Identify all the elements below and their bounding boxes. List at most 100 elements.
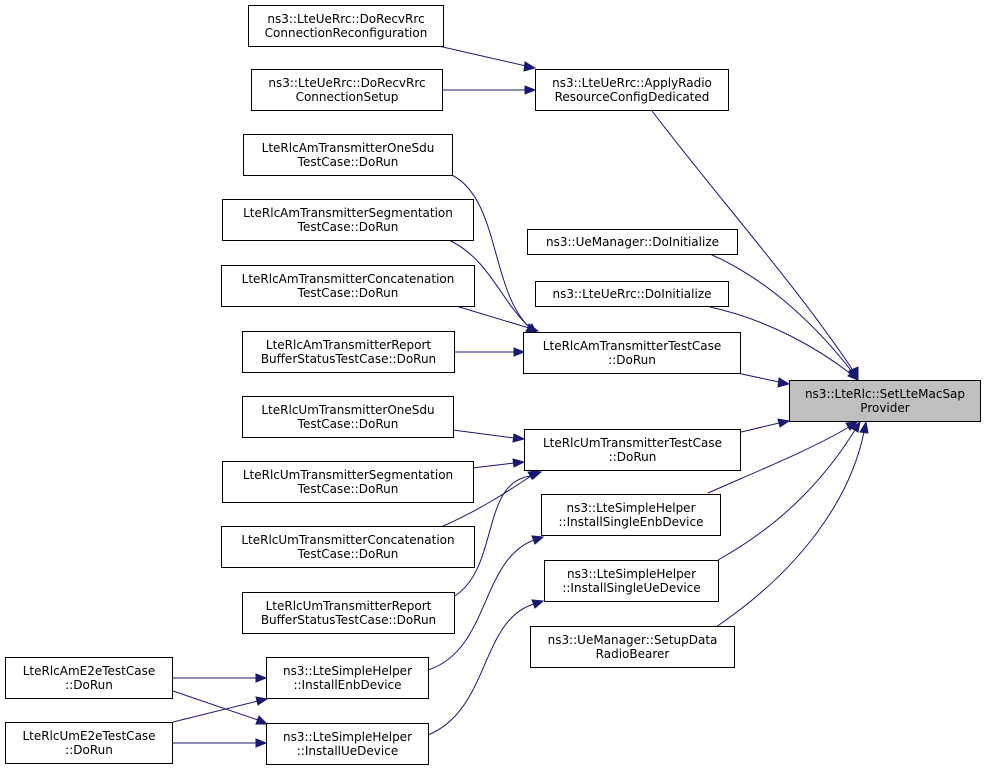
edge-arrowhead bbox=[530, 470, 543, 480]
edge-installsingleue-setltemacsap bbox=[717, 429, 856, 561]
node-amreport[interactable]: LteRlcAmTransmitterReport BufferStatusTe… bbox=[242, 331, 455, 373]
node-label-line2: ResourceConfigDedicated bbox=[554, 90, 710, 104]
edge-umtx-setltemacsap bbox=[736, 422, 780, 434]
edge-uerrcinit-setltemacsap bbox=[709, 306, 852, 375]
edge-uemgrinit-setltemacsap bbox=[709, 253, 854, 374]
node-dorecvreconfig[interactable]: ns3::LteUeRrc::DoRecvRrc ConnectionRecon… bbox=[248, 5, 444, 47]
edge-applyradio-setltemacsap bbox=[651, 110, 855, 373]
edge-dorecvreconfig-applyradio bbox=[433, 44, 527, 67]
node-label-line1: LteRlcAmTransmitterConcatenation bbox=[241, 272, 455, 286]
node-label-line1: ns3::LteSimpleHelper bbox=[566, 501, 696, 515]
node-label-line1: ns3::LteUeRrc::ApplyRadio bbox=[552, 76, 712, 90]
node-amseg[interactable]: LteRlcAmTransmitterSegmentation TestCase… bbox=[222, 199, 474, 241]
node-label-line1: LteRlcUmTransmitterOneSdu bbox=[261, 403, 435, 417]
node-uerrcinit[interactable]: ns3::LteUeRrc::DoInitialize bbox=[535, 281, 729, 307]
node-label-line1: LteRlcAmE2eTestCase bbox=[22, 664, 156, 678]
node-label-line2: BufferStatusTestCase::DoRun bbox=[260, 352, 437, 366]
node-label-line1: ns3::UeManager::SetupData bbox=[547, 633, 718, 647]
node-umconcat[interactable]: LteRlcUmTransmitterConcatenation TestCas… bbox=[221, 526, 475, 568]
node-amonesdu[interactable]: LteRlcAmTransmitterOneSdu TestCase::DoRu… bbox=[243, 134, 453, 176]
edge-arrowhead bbox=[531, 599, 545, 609]
node-uemgrinit[interactable]: ns3::UeManager::DoInitialize bbox=[527, 229, 738, 255]
node-label-line2: BufferStatusTestCase::DoRun bbox=[260, 613, 437, 627]
node-installsingleue[interactable]: ns3::LteSimpleHelper ::InstallSingleUeDe… bbox=[544, 560, 719, 602]
node-label-line1: LteRlcAmTransmitterSegmentation bbox=[243, 206, 453, 220]
node-label-line2: RadioBearer bbox=[595, 647, 670, 661]
edge-arrowhead bbox=[859, 420, 869, 434]
node-umseg[interactable]: LteRlcUmTransmitterSegmentation TestCase… bbox=[222, 461, 474, 503]
node-label-line1: LteRlcUmTransmitterSegmentation bbox=[242, 468, 454, 482]
node-amtx[interactable]: LteRlcAmTransmitterTestCase ::DoRun bbox=[523, 332, 741, 374]
edge-arrowhead bbox=[777, 418, 791, 428]
node-label-line2: ::DoRun bbox=[608, 353, 656, 367]
edge-umreport-umtx bbox=[452, 475, 533, 598]
edge-arrowhead bbox=[847, 369, 859, 381]
node-label-line2: ::InstallUeDevice bbox=[296, 744, 399, 758]
edge-amtx-setltemacsap bbox=[736, 372, 780, 383]
node-label-line1: LteRlcUmTransmitterReport bbox=[265, 599, 432, 613]
node-label-line1: LteRlcUmTransmitterConcatenation bbox=[241, 533, 455, 547]
node-setupdata[interactable]: ns3::UeManager::SetupData RadioBearer bbox=[530, 626, 735, 668]
node-label-line1: ns3::LteUeRrc::DoRecvRrc bbox=[267, 12, 425, 26]
node-label-line2: ::DoRun bbox=[65, 743, 113, 757]
node-label-line1: ns3::LteRlc::SetLteMacSap bbox=[804, 387, 966, 401]
node-label-line1: LteRlcAmTransmitterOneSdu bbox=[261, 141, 435, 155]
node-label-line2: TestCase::DoRun bbox=[297, 547, 399, 561]
node-label-line1: ns3::LteSimpleHelper bbox=[283, 664, 412, 678]
edge-installsingleenb-setltemacsap bbox=[707, 426, 850, 494]
node-label-line1: LteRlcUmTransmitterTestCase bbox=[543, 436, 722, 450]
edge-amconcat-amtx bbox=[455, 305, 530, 329]
node-label-line2: ::InstallSingleUeDevice bbox=[562, 581, 701, 595]
node-label-line2: ConnectionSetup bbox=[295, 90, 399, 104]
edge-arrowhead bbox=[777, 377, 791, 388]
node-label-line2: ::DoRun bbox=[608, 450, 657, 464]
edge-arrowhead bbox=[255, 715, 269, 725]
node-label-line1: ns3::LteSimpleHelper bbox=[567, 567, 696, 581]
edge-arrowhead bbox=[512, 458, 526, 468]
node-installenb[interactable]: ns3::LteSimpleHelper ::InstallEnbDevice bbox=[266, 657, 429, 699]
edge-arrowhead bbox=[526, 323, 540, 333]
node-label-line2: TestCase::DoRun bbox=[297, 286, 399, 300]
edge-arrowhead bbox=[512, 433, 526, 443]
node-label-line2: TestCase::DoRun bbox=[297, 482, 399, 496]
node-label-line1: LteRlcAmTransmitterTestCase bbox=[542, 339, 722, 353]
node-label-line2: TestCase::DoRun bbox=[297, 220, 399, 234]
node-label-line2: TestCase::DoRun bbox=[297, 417, 399, 431]
edge-installue-installsingleue bbox=[427, 603, 535, 736]
node-label-line2: ConnectionReconfiguration bbox=[264, 26, 428, 40]
edge-arrowhead bbox=[850, 420, 861, 433]
edge-umseg-umtx bbox=[471, 462, 515, 469]
edge-umconcat-umtx bbox=[440, 475, 532, 528]
edge-amonesdu-amtx bbox=[451, 174, 531, 329]
node-umonesdu[interactable]: LteRlcUmTransmitterOneSdu TestCase::DoRu… bbox=[242, 396, 454, 438]
node-label-line2: ::InstallSingleEnbDevice bbox=[558, 515, 704, 529]
edge-arrowhead bbox=[255, 738, 268, 748]
node-label-line1: ns3::LteSimpleHelper bbox=[283, 730, 412, 744]
node-ame2e[interactable]: LteRlcAmE2eTestCase ::DoRun bbox=[5, 657, 173, 699]
node-label-line2: ::DoRun bbox=[65, 678, 113, 692]
edge-arrowhead bbox=[513, 347, 526, 357]
node-label-line2: ::InstallEnbDevice bbox=[293, 678, 402, 692]
node-dorecvsetup[interactable]: ns3::LteUeRrc::DoRecvRrc ConnectionSetup bbox=[251, 69, 443, 111]
node-umtx[interactable]: LteRlcUmTransmitterTestCase ::DoRun bbox=[524, 429, 741, 471]
edge-amseg-amtx bbox=[448, 239, 531, 329]
edge-installenb-installsingleenb bbox=[427, 539, 535, 671]
edge-arrowhead bbox=[524, 85, 537, 95]
node-label-line1: LteRlcUmE2eTestCase bbox=[22, 729, 156, 743]
node-amconcat[interactable]: LteRlcAmTransmitterConcatenation TestCas… bbox=[221, 265, 475, 307]
node-installue[interactable]: ns3::LteSimpleHelper ::InstallUeDevice bbox=[266, 723, 429, 765]
node-installsingleenb[interactable]: ns3::LteSimpleHelper ::InstallSingleEnbD… bbox=[541, 494, 721, 536]
node-umreport[interactable]: LteRlcUmTransmitterReport BufferStatusTe… bbox=[242, 592, 455, 634]
edge-arrowhead bbox=[523, 61, 537, 72]
node-applyradio[interactable]: ns3::LteUeRrc::ApplyRadio ResourceConfig… bbox=[535, 69, 729, 111]
node-label-line2: Provider bbox=[860, 401, 910, 415]
node-label-line1: ns3::LteUeRrc::DoInitialize bbox=[552, 287, 712, 301]
edge-ame2e-installue bbox=[172, 690, 259, 721]
edge-arrowhead bbox=[255, 673, 268, 683]
edge-setupdata-setltemacsap bbox=[715, 431, 865, 628]
node-label-line1: ns3::LteUeRrc::DoRecvRrc bbox=[268, 76, 426, 90]
edge-arrowhead bbox=[255, 696, 269, 706]
node-ume2e[interactable]: LteRlcUmE2eTestCase ::DoRun bbox=[5, 722, 173, 764]
